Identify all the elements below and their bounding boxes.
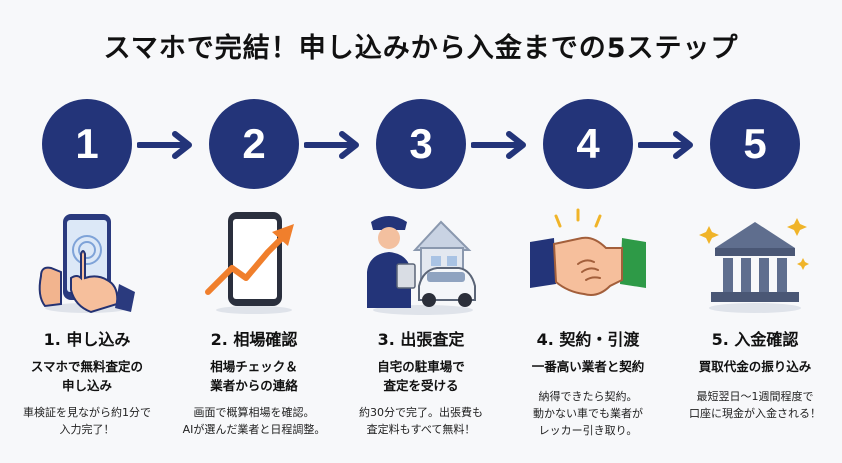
step-3-title: 3. 出張査定: [377, 330, 465, 349]
arrow-right-icon: [137, 131, 192, 159]
arrow-right-icon: [471, 131, 526, 159]
subtitle-line: 一番高い業者と契約: [531, 359, 645, 374]
step-1-description: 車検証を見ながら約1分で 入力完了！: [3, 404, 171, 438]
handshake-icon: [530, 208, 646, 296]
description-line: 車検証を見ながら約1分で: [23, 406, 151, 419]
step-4-description: 納得できたら契約。 動かない車でも業者が レッカー引き取り。: [504, 388, 672, 439]
step-2-title: 2. 相場確認: [210, 330, 298, 349]
subtitle-line: 査定を受ける: [383, 378, 459, 393]
description-line: 納得できたら契約。: [538, 390, 638, 403]
step-5-number: 5: [710, 99, 800, 189]
step-3-number: 3: [376, 99, 466, 189]
step-5-description: 最短翌日〜1週間程度で 口座に現金が入金される！: [671, 388, 839, 422]
step-3-subtitle: 自宅の駐車場で 査定を受ける: [337, 357, 505, 395]
description-line: 口座に現金が入金される！: [689, 407, 821, 420]
description-line: レッカー引き取り。: [538, 424, 638, 437]
phone-tap-icon: [38, 214, 135, 314]
step-4-subtitle: 一番高い業者と契約: [504, 357, 672, 376]
subtitle-line: 自宅の駐車場で: [377, 359, 465, 374]
step-2-number: 2: [209, 99, 299, 189]
description-line: AIが選んだ業者と日程調整。: [182, 423, 326, 436]
page-title: スマホで完結！申し込みから入金までの5ステップ: [103, 33, 739, 64]
step-1-number: 1: [42, 99, 132, 189]
description-line: 約30分で完了。出張費も: [359, 406, 483, 419]
description-line: 最短翌日〜1週間程度で: [696, 390, 814, 403]
step-5-subtitle: 買取代金の振り込み: [671, 357, 839, 376]
subtitle-line: スマホで無料査定の: [30, 359, 144, 374]
step-5-title: 5. 入金確認: [711, 330, 799, 349]
inspector-car-icon: [367, 216, 476, 315]
subtitle-line: 相場チェック＆: [210, 359, 298, 374]
description-line: 査定料もすべて無料！: [366, 423, 476, 436]
description-line: 動かない車でも業者が: [533, 407, 643, 420]
arrow-right-icon: [304, 131, 359, 159]
subtitle-line: 買取代金の振り込み: [698, 359, 812, 374]
subtitle-line: 業者からの連絡: [210, 378, 298, 393]
arrow-right-icon: [638, 131, 693, 159]
description-line: 画面で概算相場を確認。: [193, 406, 315, 419]
description-line: 入力完了！: [59, 423, 115, 436]
step-3-description: 約30分で完了。出張費も 査定料もすべて無料！: [337, 404, 505, 438]
price-trend-phone-icon: [205, 212, 294, 314]
step-2-subtitle: 相場チェック＆ 業者からの連絡: [170, 357, 338, 395]
subtitle-line: 申し込み: [61, 378, 112, 393]
step-4-number: 4: [543, 99, 633, 189]
step-1-title: 1. 申し込み: [43, 330, 131, 349]
step-2-description: 画面で概算相場を確認。 AIが選んだ業者と日程調整。: [170, 404, 338, 438]
step-1-subtitle: スマホで無料査定の 申し込み: [3, 357, 171, 395]
step-4-title: 4. 契約・引渡: [536, 330, 640, 349]
bank-icon: [699, 218, 809, 313]
